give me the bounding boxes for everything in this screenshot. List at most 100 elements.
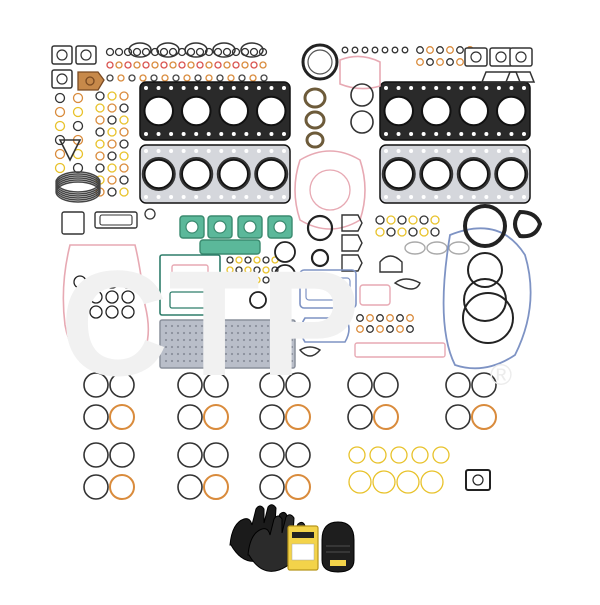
cylinder-bore: [496, 158, 527, 190]
perforation: [266, 345, 270, 349]
perforation: [212, 352, 216, 356]
liner-seal-set-4: [347, 372, 399, 430]
small-o-ring: [119, 139, 129, 149]
perforation: [236, 359, 240, 363]
perforation: [248, 338, 252, 342]
small-o-ring: [262, 276, 270, 284]
cylinder-bore: [181, 158, 212, 190]
small-o-ring: [150, 47, 160, 57]
small-o-ring: [107, 187, 117, 197]
liner-seal-black: [373, 372, 399, 398]
small-o-ring: [416, 58, 424, 66]
small-o-ring: [250, 61, 258, 69]
large-rubber-seal-inner: [307, 49, 333, 75]
liner-seal-set-8: [259, 442, 311, 500]
perforation: [188, 324, 192, 328]
bolt-hole: [231, 195, 236, 199]
bolt-hole: [194, 86, 199, 90]
bolt-hole: [409, 149, 414, 153]
small-o-ring: [160, 61, 168, 69]
bolt-hole: [446, 132, 451, 136]
lower-head-gasket-right: [379, 144, 531, 204]
bolt-hole: [194, 195, 199, 199]
bolt-hole: [156, 195, 161, 199]
blue-manifold-gasket: [300, 317, 350, 343]
small-o-ring: [128, 74, 136, 82]
perforation: [260, 324, 264, 328]
perforation: [260, 338, 264, 342]
bolt-hole: [231, 86, 236, 90]
large-yellow-o-ring: [348, 470, 372, 494]
yellow-o-ring: [348, 446, 366, 464]
bolt-hole: [459, 86, 464, 90]
exhaust-gasket: [480, 71, 522, 83]
oil-cooler-gasket: [159, 254, 221, 316]
cylinder-bore: [181, 95, 212, 127]
bolt-hole: [446, 86, 451, 90]
perforation: [170, 331, 174, 335]
liner-seal-copper: [285, 474, 311, 500]
perforation: [266, 352, 270, 356]
combustion-ring: [141, 157, 176, 191]
bolt-hole: [206, 132, 211, 136]
small-o-ring: [133, 61, 141, 69]
bolt-hole: [181, 132, 186, 136]
small-o-ring: [430, 227, 440, 237]
perforation: [230, 345, 234, 349]
small-o-ring: [446, 58, 454, 66]
small-o-ring: [249, 74, 257, 82]
bolt-hole: [282, 195, 286, 199]
small-o-ring: [172, 74, 180, 82]
liner-seal-set-6: [83, 442, 135, 500]
perforation: [200, 324, 204, 328]
small-o-ring: [150, 74, 158, 82]
o-ring: [89, 305, 103, 319]
small-o-ring: [183, 74, 191, 82]
brown-seal: [305, 131, 325, 149]
bolt-hole: [509, 195, 514, 199]
small-o-ring: [386, 325, 394, 333]
combustion-ring: [456, 157, 491, 191]
bolt-hole: [396, 86, 401, 90]
perforation: [170, 345, 174, 349]
liner-seal-copper: [109, 404, 135, 430]
small-o-ring: [262, 256, 270, 264]
perforation: [170, 352, 174, 356]
bolt-hole: [434, 86, 439, 90]
small-o-ring: [397, 215, 407, 225]
small-o-ring: [187, 61, 195, 69]
pink-small-gasket: [359, 284, 391, 306]
bolt-hole: [496, 149, 501, 153]
perforation: [230, 331, 234, 335]
bolt-hole: [471, 132, 476, 136]
bolt-hole: [396, 195, 401, 199]
small-o-ring: [107, 103, 117, 113]
perforation: [206, 324, 210, 328]
o-ring: [89, 275, 103, 289]
perforation: [260, 345, 264, 349]
perforation: [272, 352, 276, 356]
square-gasket: [509, 47, 533, 67]
cylinder-bore: [256, 158, 287, 190]
bolt-hole: [219, 195, 224, 199]
perforation: [278, 359, 282, 363]
perforation: [260, 331, 264, 335]
oval-flange-gasket: [212, 42, 236, 58]
perforation: [176, 359, 180, 363]
o-ring: [73, 290, 87, 304]
perforation: [164, 338, 168, 342]
small-o-ring: [178, 61, 186, 69]
pink-cover-gasket: [339, 55, 381, 90]
small-o-ring: [361, 46, 369, 54]
bolt-hole: [459, 132, 464, 136]
bolt-hole: [421, 132, 426, 136]
small-o-ring: [396, 325, 404, 333]
liner-seal-black: [109, 442, 135, 468]
rect-gasket: [94, 211, 138, 229]
perforation: [224, 331, 228, 335]
small-o-ring: [244, 256, 252, 264]
perforation: [278, 324, 282, 328]
small-o-ring: [124, 61, 132, 69]
small-o-ring: [72, 106, 84, 118]
